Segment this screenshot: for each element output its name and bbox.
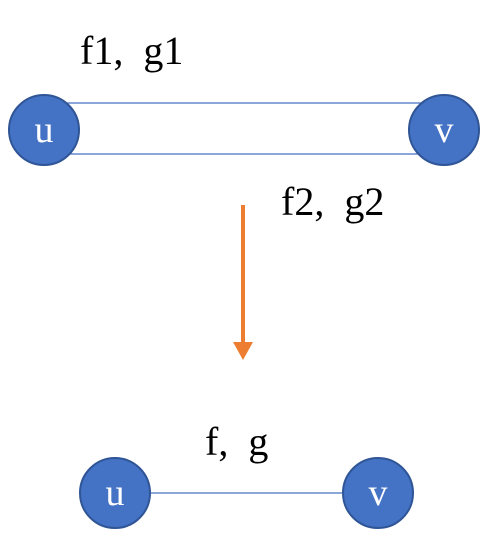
top-node-v: v [408,94,480,166]
arrow-head [233,342,253,360]
top-node-u: u [8,94,80,166]
bottom-node-v: v [342,457,414,529]
top-node-v-label: v [435,109,454,151]
bottom-node-v-label: v [369,472,388,514]
top-graph: f1, g1 f2, g2 u v [8,28,480,224]
transform-arrow [233,205,253,360]
bottom-node-u-label: u [106,472,125,514]
top-edge-2-label: f2, g2 [281,179,384,224]
top-node-u-label: u [35,109,54,151]
bottom-edge-label: f, g [205,419,268,464]
bottom-graph: f, g u v [79,419,414,529]
bottom-node-u: u [79,457,151,529]
top-edge-1-label: f1, g1 [80,28,183,73]
